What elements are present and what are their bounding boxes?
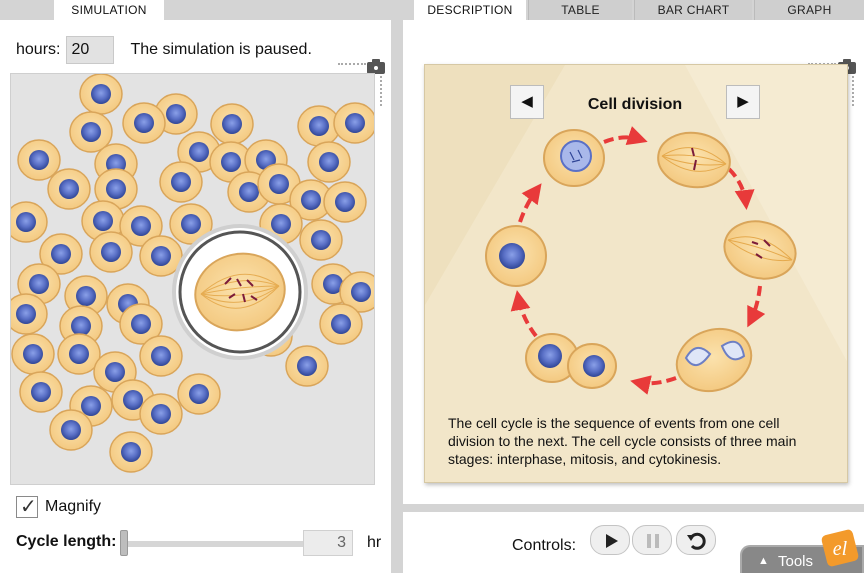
cell (49, 409, 93, 451)
cell (285, 345, 329, 387)
magnifier-lens (172, 224, 308, 360)
tab-bar-chart[interactable]: BAR CHART (634, 0, 752, 20)
pause-button[interactable] (632, 525, 672, 555)
play-icon (606, 534, 618, 548)
logo-text: el (833, 538, 848, 560)
cell (169, 203, 213, 245)
cell (257, 163, 301, 205)
cell (11, 293, 48, 335)
card-background (425, 65, 847, 362)
cell (299, 219, 343, 261)
cell (11, 201, 48, 243)
cell (319, 303, 363, 345)
hours-row: hours: 20 The simulation is paused. (16, 36, 312, 64)
cell (210, 103, 254, 145)
tab-simulation[interactable]: SIMULATION (54, 0, 164, 20)
tools-label: Tools (778, 553, 814, 570)
tab-table[interactable]: TABLE (528, 0, 632, 20)
cycle-length-unit: hr (367, 534, 382, 551)
simulation-status: The simulation is paused. (130, 41, 312, 58)
cell (119, 205, 163, 247)
cell (289, 179, 333, 221)
cell (11, 333, 55, 375)
magnify-label: Magnify (45, 498, 102, 515)
cell (94, 168, 138, 210)
next-button[interactable]: ▶ (726, 85, 760, 119)
card-description: The cell cycle is the sequence of events… (448, 415, 797, 467)
tab-description[interactable]: DESCRIPTION (414, 0, 526, 20)
cells-field (11, 74, 374, 473)
magnify-checkbox[interactable]: ✓ (16, 496, 38, 518)
play-button[interactable] (590, 525, 630, 555)
tab-bar: DESCRIPTION TABLE BAR CHART GRAPH (410, 0, 864, 20)
explorelearning-logo[interactable]: el (820, 528, 860, 568)
cell (323, 181, 367, 223)
tools-arrow-icon: ▲ (758, 555, 769, 567)
cell (89, 231, 133, 273)
cell (47, 168, 91, 210)
cell (39, 233, 83, 275)
card-title: Cell division (587, 96, 683, 113)
camera-guide-line (852, 76, 854, 106)
cycle-length-row: Cycle length: 3 hr (16, 530, 386, 556)
cell (339, 271, 374, 313)
cell (122, 102, 166, 144)
cell (139, 335, 183, 377)
cell-cycle-diagram (485, 126, 797, 395)
cell (19, 371, 63, 413)
cell (333, 102, 374, 144)
camera-guide-line (338, 63, 366, 65)
simulation-canvas[interactable] (10, 73, 375, 485)
cell (139, 235, 183, 277)
cell (307, 141, 351, 183)
cell (139, 393, 183, 435)
cell (119, 303, 163, 345)
hours-field: 20 (66, 36, 115, 64)
cell (109, 431, 153, 473)
hours-label: hours: (16, 41, 61, 58)
cell (57, 333, 101, 375)
magnify-row: ✓ Magnify (16, 496, 101, 518)
cycle-length-field[interactable]: 3 (303, 530, 353, 556)
camera-icon[interactable] (365, 59, 387, 75)
cell (297, 105, 341, 147)
cycle-length-slider[interactable] (122, 541, 312, 547)
tab-graph[interactable]: GRAPH (754, 0, 864, 20)
cell (159, 161, 203, 203)
cell (79, 74, 123, 115)
cell (17, 139, 61, 181)
camera-guide-line (380, 76, 382, 106)
controls-label: Controls: (512, 537, 577, 554)
checkmark-icon: ✓ (20, 496, 37, 518)
reset-button[interactable] (676, 525, 716, 555)
cycle-length-slider-handle[interactable] (120, 530, 128, 556)
cell (177, 373, 221, 415)
pause-icon (647, 534, 659, 548)
cell (69, 111, 113, 153)
cycle-length-label: Cycle length: (16, 533, 117, 550)
reset-icon (687, 532, 706, 550)
previous-button[interactable]: ◀ (510, 85, 544, 119)
